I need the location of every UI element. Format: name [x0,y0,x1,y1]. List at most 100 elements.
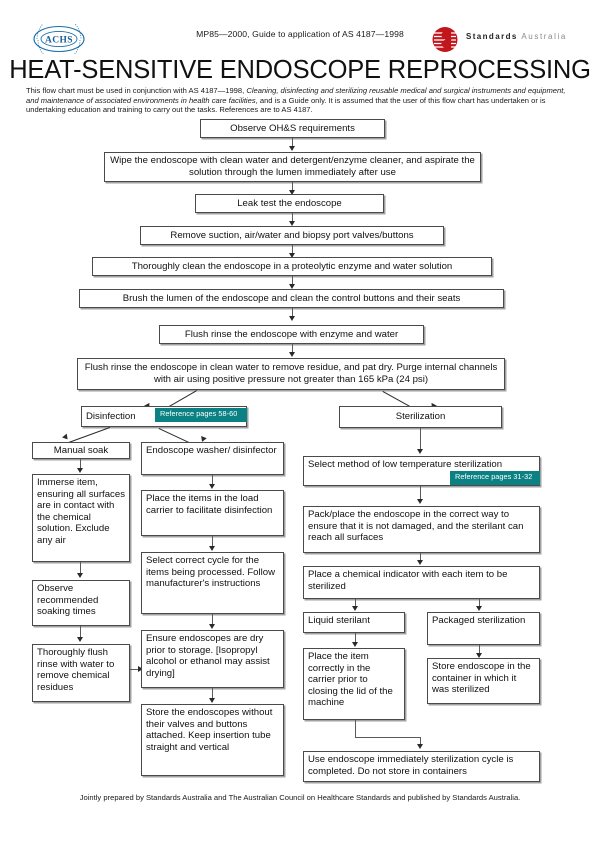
flow-box-flush-enzyme: Flush rinse the endoscope with enzyme an… [159,325,424,344]
arrow-down-manual-3 [77,637,83,642]
connector-liquid-1 [355,633,356,645]
arrow-down-washer-2 [209,546,215,551]
footer-text: Jointly prepared by Standards Australia … [79,793,521,802]
flow-box-use-immediately: Use endoscope immediately sterilization … [303,751,540,782]
flow-box-observe-soaking: Observe recommended soaking times [32,580,130,626]
flow-box-place-carrier: Place the item correctly in the carrier … [303,648,405,720]
achs-logo: ACHS [31,16,87,62]
flow-box-brush-lumen: Brush the lumen of the endoscope and cle… [79,289,504,308]
arrow-down-liquid-1 [352,642,358,647]
sterilization-heading-label: Sterilization [395,411,446,423]
flow-box-manual-soak: Manual soak [32,442,130,459]
flow-box-remove-valves: Remove suction, air/water and biopsy por… [140,226,444,245]
connector-steril-1 [420,428,421,452]
flow-box-label: Leak test the endoscope [237,197,342,209]
intro-text-italic: Cleaning, disinfecting and sterilizing r… [26,86,566,105]
reference-badge-disinfection: Reference pages 58-60 [155,408,247,422]
connector-5 [292,276,293,287]
flow-box-pack-place: Pack/place the endoscope in the correct … [303,506,540,553]
connector-manual-3 [80,626,81,640]
flow-box-flush-residues: Thoroughly flush rinse with water to rem… [32,644,130,702]
arrow-down-washer-3 [209,624,215,629]
disinfection-heading-label: Disinfection [86,411,136,422]
flow-box-label: Thoroughly flush rinse with water to rem… [37,647,115,693]
connector-6 [292,308,293,319]
connector-final-v2 [420,737,421,746]
connector-manual-2 [80,562,81,576]
arrow-down-steril-2 [417,499,423,504]
arrow-down-manual-soak [62,433,70,442]
connector-washer-1 [212,475,213,487]
flow-box-label: Store the endoscopes without their valve… [146,707,273,753]
arrow-down-manual-2 [77,573,83,578]
connector-final-h [355,737,420,738]
connector-steril-2 [420,486,421,502]
flow-box-label: Endoscope washer/ disinfector [146,445,277,456]
arrow-down-liquid [352,606,358,611]
arrow-right-to-ensure-dry [138,666,143,672]
connector-packaged-1 [479,645,480,656]
connector-washer-3 [212,614,213,627]
connector-3 [292,213,293,224]
flow-box-ensure-dry: Ensure endoscopes are dry prior to stora… [141,630,284,688]
connector-1 [292,138,293,149]
connector-final-v1 [355,720,356,737]
connector-7 [292,344,293,355]
intro-paragraph: This flow chart must be used in conjunct… [26,86,577,115]
flow-box-leak-test: Leak test the endoscope [195,194,384,213]
arrow-down-packaged [476,606,482,611]
flow-box-label: Flush rinse the endoscope with enzyme an… [184,328,399,340]
connector-2 [292,182,293,193]
flow-box-label: Manual soak [53,444,109,456]
standards-australia-logo: Standards Australia [430,26,580,53]
flow-box-label: Brush the lumen of the endoscope and cle… [122,292,461,304]
flow-box-clean-proteolytic: Thoroughly clean the endoscope in a prot… [92,257,492,276]
connector-steril-split-left [355,599,356,608]
flow-box-label: Remove suction, air/water and biopsy por… [170,229,414,241]
flow-box-endoscope-washer: Endoscope washer/ disinfector [141,442,284,475]
flow-box-packaged-sterilization: Packaged sterilization [427,612,540,645]
arrow-down-washer-1 [209,484,215,489]
standards-logo-bold-text: Standards [466,32,518,41]
connector-steril-3 [420,553,421,563]
arrow-down-manual-1 [77,468,83,473]
page-title: HEAT-SENSITIVE ENDOSCOPE REPROCESSING [9,56,591,84]
flow-box-place-load-carrier: Place the items in the load carrier to f… [141,490,284,536]
flow-box-label: Liquid sterilant [308,615,370,626]
intro-text-1: This flow chart must be used in conjunct… [26,86,247,95]
arrow-down-7 [289,352,295,357]
arrow-down-steril-3 [417,560,423,565]
connector-manual-to-dry [130,669,140,670]
connector-washer-4 [212,688,213,701]
arrow-down-5 [289,284,295,289]
flow-box-label: Packaged sterilization [432,615,526,626]
flow-box-label: Select method of low temperature sterili… [308,459,503,470]
arrow-down-3 [289,221,295,226]
flow-box-label: Immerse item, ensuring all surfaces are … [37,477,125,546]
flow-box-immerse-item: Immerse item, ensuring all surfaces are … [32,474,130,562]
intro-text-2: , and is a Guide only. It is assumed tha… [26,95,546,115]
arrow-down-final [417,744,423,749]
svg-text:ACHS: ACHS [45,35,73,45]
arrow-down-steril-1 [417,449,423,454]
flow-box-label: Thoroughly clean the endoscope in a prot… [131,260,453,272]
arrow-down-1 [289,146,295,151]
flow-box-select-cycle: Select correct cycle for the items being… [141,552,284,614]
flow-box-store-endoscopes: Store the endoscopes without their valve… [141,704,284,776]
flow-box-label: Pack/place the endoscope in the correct … [308,509,524,544]
flow-box-label: Flush rinse the endoscope in clean water… [84,362,498,385]
standards-logo-light-text: Australia [521,32,567,41]
flow-box-label: Ensure endoscopes are dry prior to stora… [146,633,270,679]
connector-washer-2 [212,536,213,549]
arrow-down-2 [289,190,295,195]
arrow-down-washer-4 [209,698,215,703]
flow-box-liquid-sterilant: Liquid sterilant [303,612,405,633]
flow-box-label: Wipe the endoscope with clean water and … [110,155,475,178]
reference-badge-sterilization: Reference pages 31-32 [450,471,540,485]
flow-box-wipe-endoscope: Wipe the endoscope with clean water and … [104,152,481,182]
flow-box-label: Select correct cycle for the items being… [146,555,276,590]
connector-steril-split-right [479,599,480,608]
flow-box-label: Place a chemical indicator with each ite… [308,569,508,592]
flow-box-sterilization-heading: Sterilization [339,406,502,428]
flow-box-label: Place the item correctly in the carrier … [308,651,393,709]
